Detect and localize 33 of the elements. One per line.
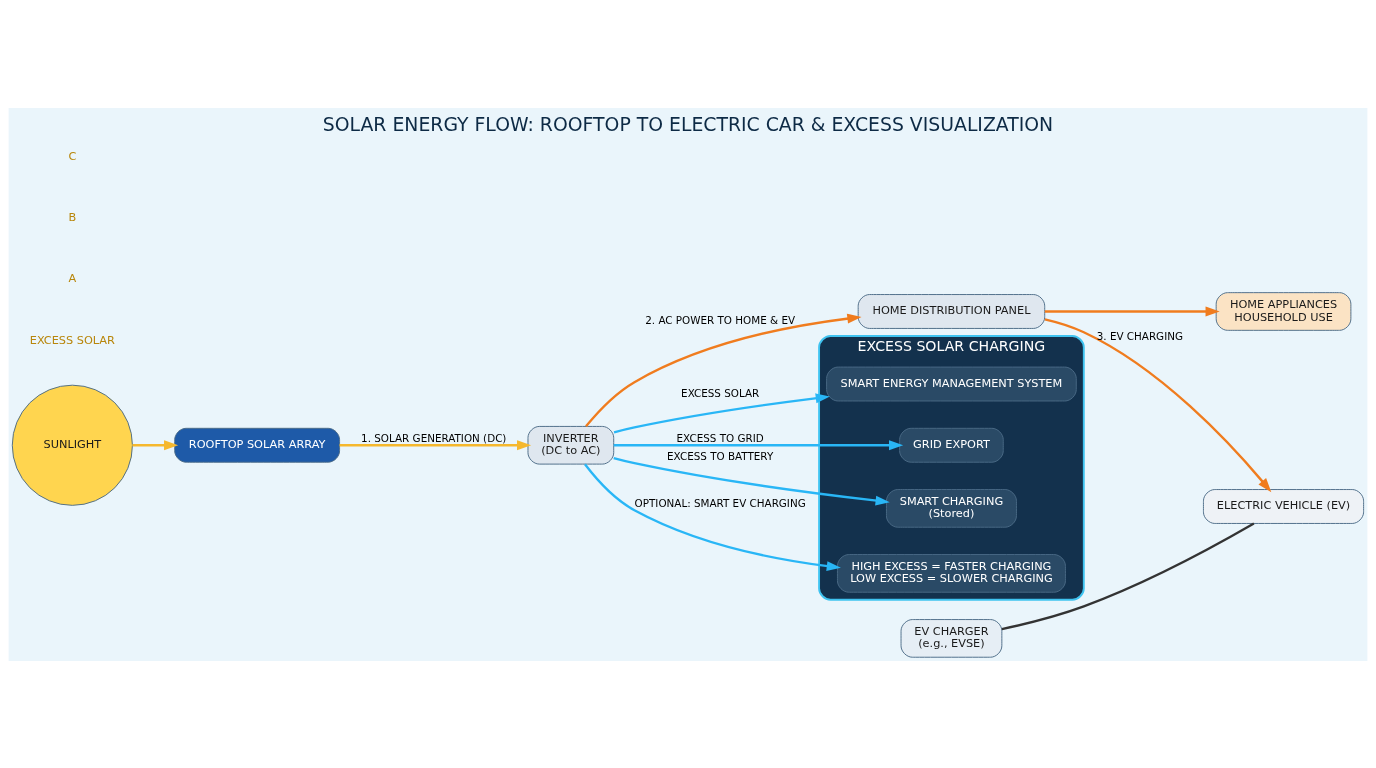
edge-label: EXCESS TO BATTERY [667, 449, 774, 462]
edge-label: 2. AC POWER TO HOME & EV [645, 313, 796, 326]
edge-label: EXCESS TO GRID [676, 431, 764, 444]
connector [1001, 522, 1255, 630]
node-box: INVERTER (DC to AC) [527, 425, 615, 465]
arrow [613, 439, 904, 450]
node-box: EV CHARGER (e.g., EVSE) [900, 618, 1003, 658]
label: A [68, 271, 77, 285]
label: B [68, 210, 77, 224]
node-box: GRID EXPORT [899, 427, 1004, 463]
edge-label: 3. EV CHARGING [1096, 329, 1183, 342]
edge-label: EXCESS SOLAR [681, 386, 760, 399]
node-circle: SUNLIGHT [11, 384, 133, 506]
label: C [68, 149, 77, 163]
arrow [132, 439, 179, 450]
edge-label: 1. SOLAR GENERATION (DC) [361, 431, 507, 444]
node-box: ROOFTOP SOLAR ARRAY [174, 427, 341, 463]
edge-label: OPTIONAL: SMART EV CHARGING [634, 496, 806, 509]
arrow [1044, 317, 1272, 492]
node-box: HOME APPLIANCES HOUSEHOLD USE [1215, 291, 1352, 331]
arrow [613, 392, 830, 433]
diagram-title: SOLAR ENERGY FLOW: ROOFTOP TO ELECTRIC CAR & EXCESS VISUALIZATION [322, 113, 1054, 135]
node-box: ELECTRIC VEHICLE (EV) [1203, 488, 1365, 524]
node-box: SMART CHARGING (Stored) [885, 488, 1017, 528]
arrow [1044, 306, 1220, 316]
arrow [585, 313, 862, 427]
arrow [339, 439, 532, 450]
node-box: HOME DISTRIBUTION PANEL [857, 293, 1046, 329]
arrow [584, 463, 841, 571]
node-box: HIGH EXCESS = FASTER CHARGING LOW EXCESS = SLOWER CHARGING [837, 553, 1066, 593]
arrow [613, 456, 890, 505]
label: EXCESS SOLAR [29, 333, 115, 347]
node-box: SMART ENERGY MANAGEMENT SYSTEM [826, 366, 1077, 401]
